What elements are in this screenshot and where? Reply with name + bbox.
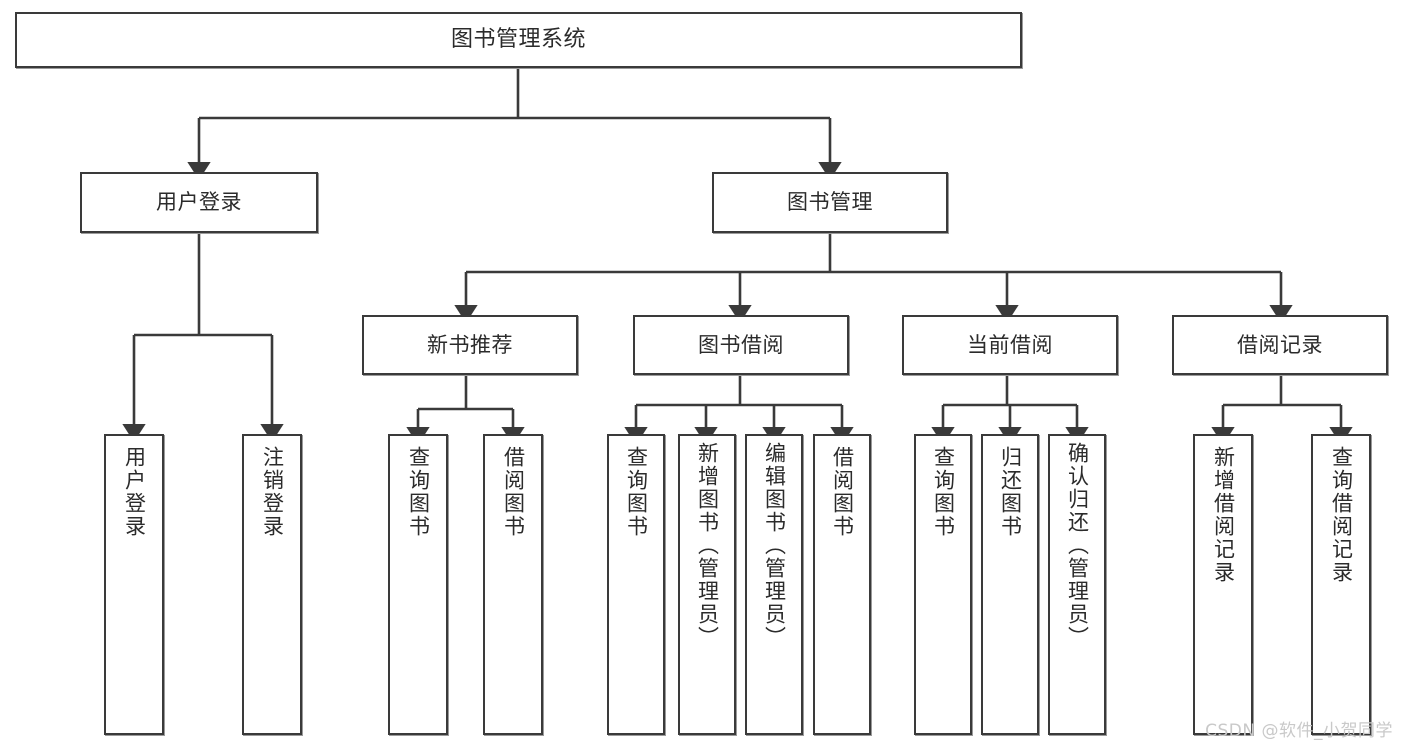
node-leaf-label: 归还图书	[998, 446, 1023, 538]
node-new-book-recommend[interactable]: 新书推荐	[362, 315, 578, 375]
node-leaf-user-login-login[interactable]: 用户登录	[104, 434, 164, 735]
node-leaf-current-return[interactable]: 归还图书	[981, 434, 1039, 735]
node-current-borrow-label: 当前借阅	[967, 332, 1053, 357]
node-leaf-user-login-logout[interactable]: 注销登录	[242, 434, 302, 735]
node-borrow-records-label: 借阅记录	[1237, 332, 1323, 357]
node-user-login-label: 用户登录	[156, 190, 242, 215]
node-leaf-label: 新增图书（管理员）	[695, 442, 720, 649]
node-leaf-new-book-query[interactable]: 查询图书	[388, 434, 448, 735]
node-leaf-label: 注销登录	[260, 446, 285, 538]
node-leaf-label: 编辑图书（管理员）	[762, 442, 787, 649]
node-book-borrow-label: 图书借阅	[698, 332, 784, 357]
node-leaf-label: 查询借阅记录	[1329, 446, 1354, 584]
node-book-management-label: 图书管理	[787, 190, 873, 215]
node-new-book-recommend-label: 新书推荐	[427, 332, 513, 357]
node-leaf-current-confirm-return-admin[interactable]: 确认归还（管理员）	[1048, 434, 1106, 735]
node-book-borrow[interactable]: 图书借阅	[633, 315, 849, 375]
node-borrow-records[interactable]: 借阅记录	[1172, 315, 1388, 375]
node-leaf-borrow-edit-book-admin[interactable]: 编辑图书（管理员）	[745, 434, 803, 735]
node-leaf-new-book-borrow[interactable]: 借阅图书	[483, 434, 543, 735]
node-user-login[interactable]: 用户登录	[80, 172, 318, 233]
node-leaf-label: 查询图书	[931, 446, 956, 538]
node-current-borrow[interactable]: 当前借阅	[902, 315, 1118, 375]
node-leaf-borrow-add-book-admin[interactable]: 新增图书（管理员）	[678, 434, 736, 735]
node-leaf-label: 用户登录	[122, 446, 147, 538]
node-leaf-label: 借阅图书	[830, 446, 855, 538]
node-leaf-label: 新增借阅记录	[1211, 446, 1236, 584]
node-root[interactable]: 图书管理系统	[15, 12, 1022, 68]
node-leaf-label: 借阅图书	[501, 446, 526, 538]
node-leaf-records-query[interactable]: 查询借阅记录	[1311, 434, 1371, 735]
node-leaf-records-add[interactable]: 新增借阅记录	[1193, 434, 1253, 735]
node-leaf-label: 查询图书	[624, 446, 649, 538]
node-book-management[interactable]: 图书管理	[712, 172, 948, 233]
node-leaf-current-query[interactable]: 查询图书	[914, 434, 972, 735]
node-leaf-label: 确认归还（管理员）	[1065, 442, 1090, 649]
node-leaf-borrow-query[interactable]: 查询图书	[607, 434, 665, 735]
node-leaf-label: 查询图书	[406, 446, 431, 538]
node-root-label: 图书管理系统	[450, 27, 586, 53]
node-leaf-borrow-borrow-book[interactable]: 借阅图书	[813, 434, 871, 735]
csdn-watermark: CSDN @软件_小贺同学	[1205, 721, 1393, 741]
